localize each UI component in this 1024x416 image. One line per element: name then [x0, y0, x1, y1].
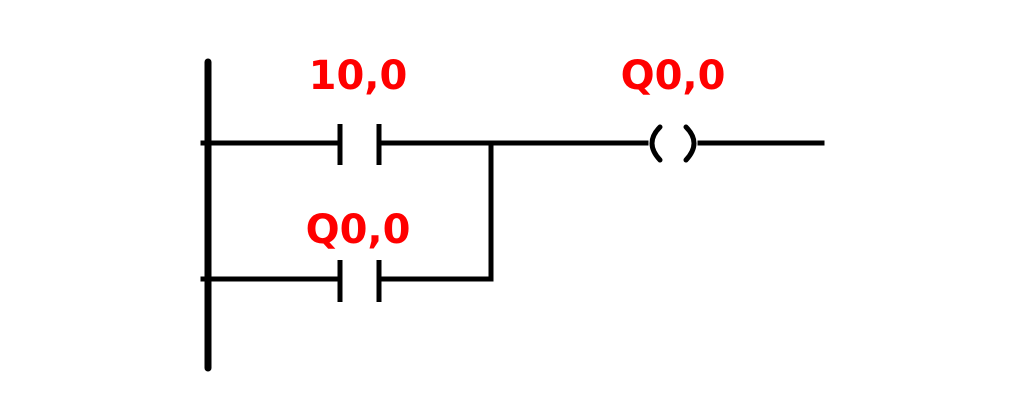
contact-bottom-label: Q0,0: [306, 207, 411, 253]
coil-right-paren: [683, 124, 697, 163]
coil-label: Q0,0: [621, 53, 726, 99]
contact-q0-0: [337, 260, 382, 302]
coil-left-paren: [649, 124, 663, 163]
contact-top-label: 10,0: [309, 53, 408, 99]
coil-q0-0: [649, 124, 697, 163]
contact-10-0: [337, 124, 382, 165]
